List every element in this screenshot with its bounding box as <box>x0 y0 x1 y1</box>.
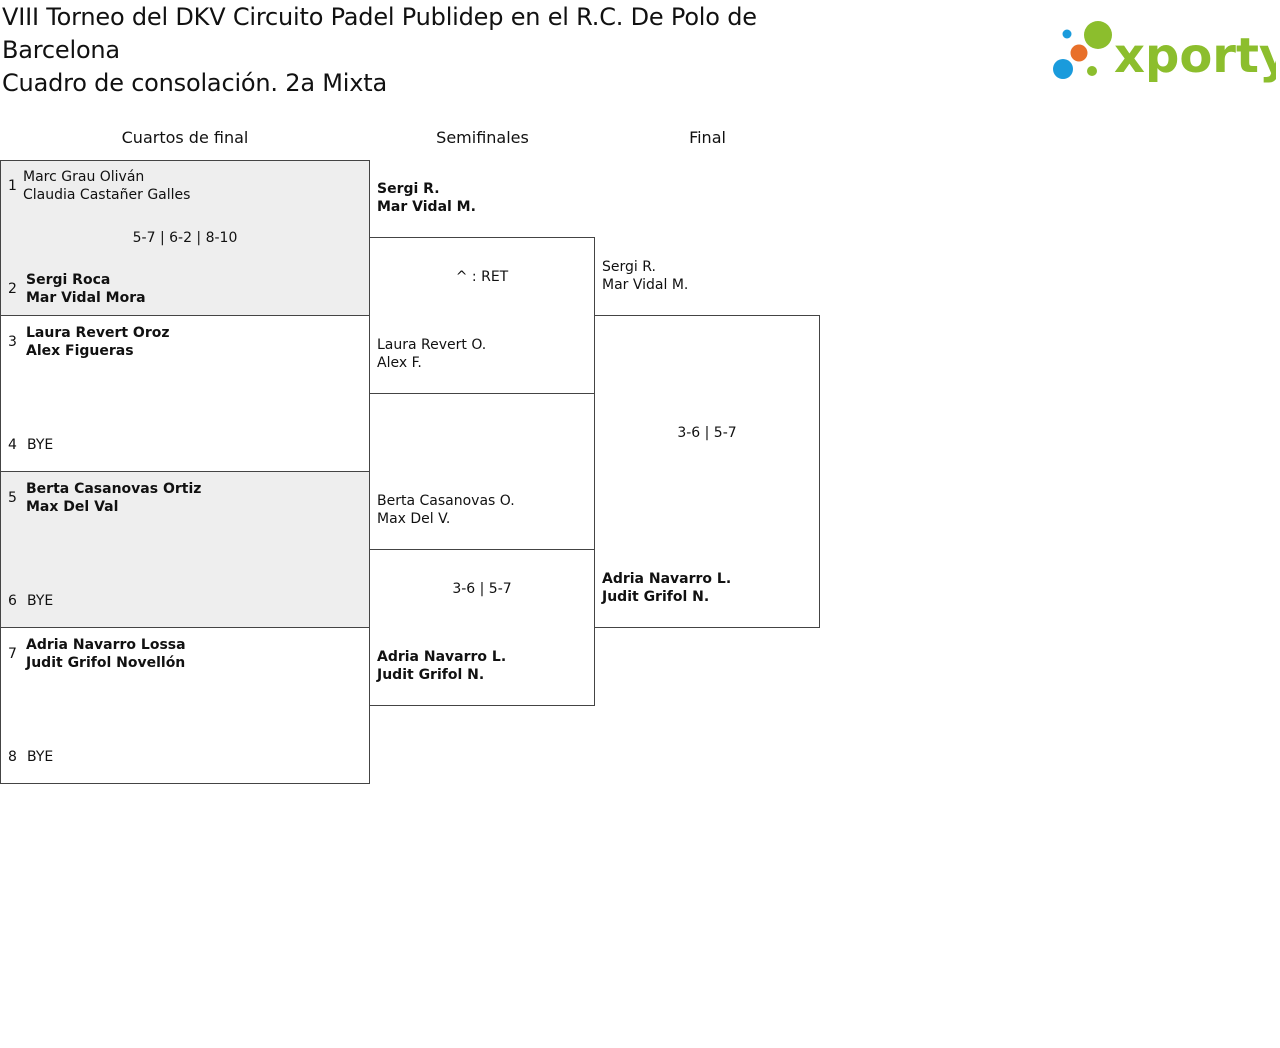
round-header-final: Final <box>689 128 726 147</box>
seed-number: 2 <box>8 281 17 297</box>
final-score: 3-6 | 5-7 <box>677 425 737 441</box>
sf-2-player-1[interactable]: Laura Revert O. <box>377 337 487 353</box>
qf-1-player-2[interactable]: Claudia Castañer Galles <box>23 187 191 203</box>
round-header-quarterfinals: Cuartos de final <box>121 128 249 147</box>
qf-5-player-1[interactable]: Berta Casanovas Ortiz <box>26 481 202 497</box>
page-title-line-1: VIII Torneo del DKV Circuito Padel Publi… <box>2 3 757 31</box>
round-header-semifinals: Semifinales <box>436 128 529 147</box>
xporty-logo-text: xporty <box>1114 28 1276 84</box>
xporty-logo-mark: xporty <box>1053 21 1280 84</box>
sf-3-player-1[interactable]: Berta Casanovas O. <box>377 493 515 509</box>
final-player-1[interactable]: Sergi R. <box>602 259 656 275</box>
seed-number: 6 <box>8 593 17 609</box>
sf-1-player-1[interactable]: Sergi R. <box>377 181 440 197</box>
seed-number: 3 <box>8 334 17 350</box>
final-player-3[interactable]: Adria Navarro L. <box>602 571 732 587</box>
qf-8-bye: BYE <box>27 749 54 765</box>
qf-6-bye: BYE <box>27 593 54 609</box>
seed-number: 5 <box>8 490 17 506</box>
final-match <box>594 315 820 628</box>
seed-number: 4 <box>8 437 17 453</box>
final-player-2[interactable]: Mar Vidal M. <box>602 277 689 293</box>
sf-3-player-2[interactable]: Max Del V. <box>377 511 451 527</box>
quarterfinal-match-2 <box>0 315 370 472</box>
seed-number: 8 <box>8 749 17 765</box>
sf-4-player-2[interactable]: Judit Grifol N. <box>377 667 485 683</box>
qf-2-player-1[interactable]: Sergi Roca <box>26 272 111 288</box>
seed-number: 7 <box>8 646 17 662</box>
semifinal-1-score: ^ : RET <box>455 269 509 285</box>
semifinal-match-1 <box>369 237 595 394</box>
seed-number: 1 <box>8 178 17 194</box>
page-subtitle: Cuadro de consolación. 2a Mixta <box>2 69 387 97</box>
qf-3-player-2[interactable]: Alex Figueras <box>26 343 134 359</box>
quarterfinal-match-1 <box>0 160 370 316</box>
qf-7-player-2[interactable]: Judit Grifol Novellón <box>26 655 186 671</box>
qf-4-bye: BYE <box>27 437 54 453</box>
sf-2-player-2[interactable]: Alex F. <box>377 355 422 371</box>
qf-3-player-1[interactable]: Laura Revert Oroz <box>26 325 170 341</box>
sf-1-player-2[interactable]: Mar Vidal M. <box>377 199 476 215</box>
sf-4-player-1[interactable]: Adria Navarro L. <box>377 649 507 665</box>
page-title-line-2: Barcelona <box>2 36 120 64</box>
qf-7-player-1[interactable]: Adria Navarro Lossa <box>26 637 186 653</box>
quarterfinal-1-score: 5-7 | 6-2 | 8-10 <box>132 230 238 246</box>
semifinal-match-2 <box>369 549 595 706</box>
qf-2-player-2[interactable]: Mar Vidal Mora <box>26 290 146 306</box>
final-player-4[interactable]: Judit Grifol N. <box>602 589 710 605</box>
qf-5-player-2[interactable]: Max Del Val <box>26 499 119 515</box>
quarterfinal-match-4 <box>0 627 370 784</box>
xporty-logo[interactable]: xporty <box>1050 18 1280 84</box>
semifinal-2-score: 3-6 | 5-7 <box>452 581 512 597</box>
qf-1-player-1[interactable]: Marc Grau Oliván <box>23 169 145 185</box>
